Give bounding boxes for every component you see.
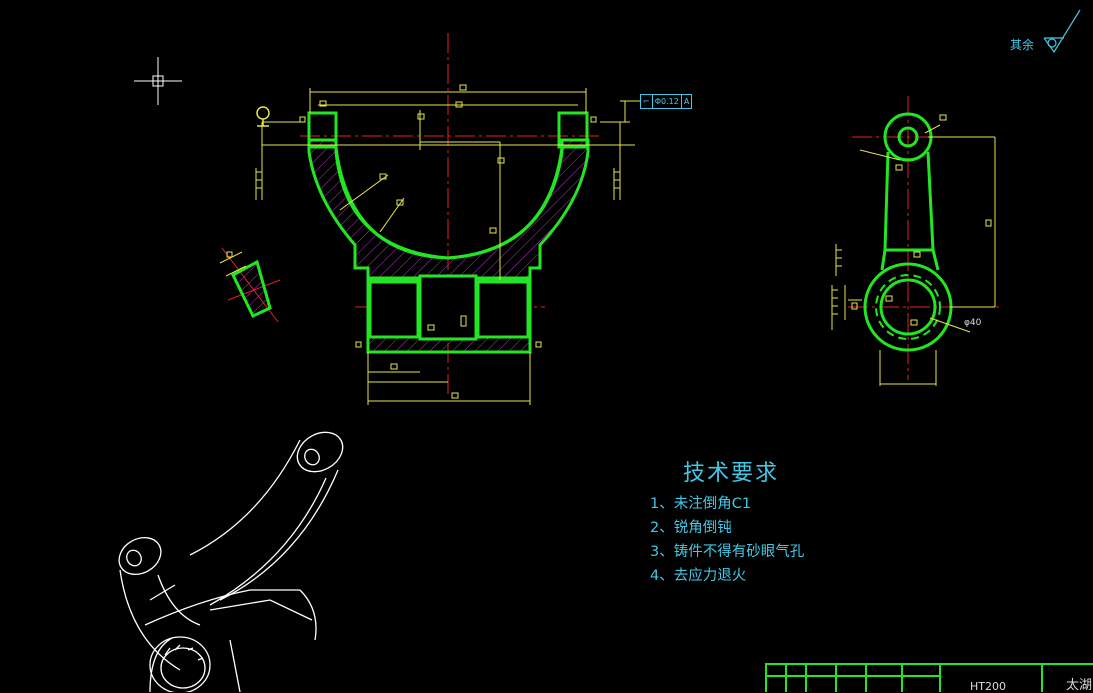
side-view [831,96,1000,386]
requirement-item: 3、铸件不得有砂眼气孔 [650,544,805,560]
front-view [255,33,640,405]
tech-requirements-title: 技术要求 [683,461,780,486]
gdt-frame: ⌐ Φ0.12 A [640,94,693,109]
gdt-tolerance: Φ0.12 [653,95,682,108]
title-block-company: 太湖 [1066,678,1093,693]
title-block [765,663,1093,692]
requirement-item: 1、未注倒角C1 [650,496,752,512]
requirement-item: 2、锐角倒钝 [650,520,732,536]
surface-finish-note: 其余 [1010,38,1035,52]
surface-finish-icon [1043,9,1081,54]
isometric-view [118,431,344,692]
crosshair-cursor [134,57,182,105]
gdt-datum: A [683,97,690,106]
gdt-symbol: ⌐ [641,95,653,108]
section-detail [219,247,281,323]
requirement-item: 4、去应力退火 [650,568,747,584]
diameter-label: φ40 [964,318,982,328]
title-block-material: HT200 [970,680,1006,693]
